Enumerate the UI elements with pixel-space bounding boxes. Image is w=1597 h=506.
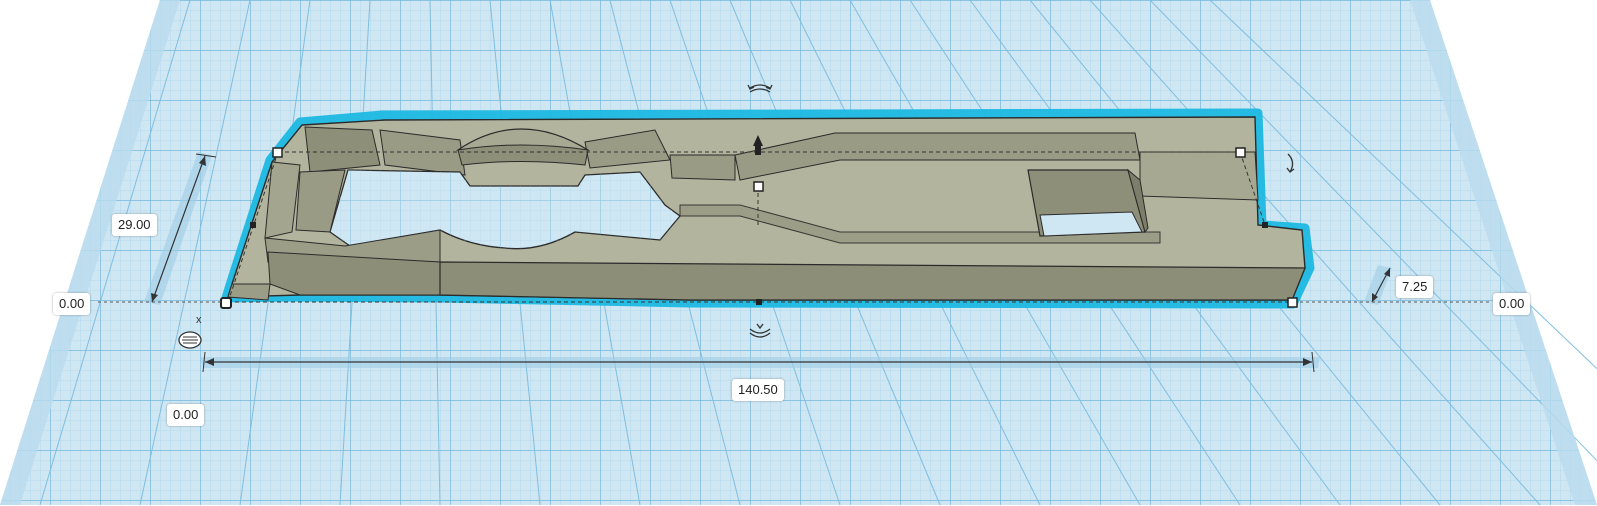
- dimension-height-guide: [1364, 265, 1392, 305]
- dimension-depth-guide: [144, 152, 217, 305]
- handle-center-top[interactable]: [753, 181, 764, 192]
- handle-back-right[interactable]: [1235, 147, 1246, 158]
- rotate-top-arrow[interactable]: [747, 84, 773, 93]
- lift-cone-icon[interactable]: [753, 135, 763, 149]
- handle-front-left[interactable]: [220, 297, 232, 309]
- position-right-input[interactable]: 0.00: [1493, 293, 1531, 315]
- handle-mid-left[interactable]: [250, 222, 256, 228]
- rotate-right-arrow[interactable]: [1286, 153, 1295, 173]
- position-left-input[interactable]: 0.00: [53, 293, 91, 315]
- handle-mid-back[interactable]: [755, 149, 761, 155]
- axis-label: x: [196, 314, 202, 326]
- rotate-bottom-arrow[interactable]: [749, 323, 771, 338]
- resize-handles[interactable]: [220, 147, 1298, 309]
- rotate-arrow-icon[interactable]: [1286, 153, 1295, 173]
- handle-front-right[interactable]: [1287, 297, 1298, 308]
- dimension-height-input[interactable]: 7.25: [1396, 276, 1434, 298]
- axis-x-icon: x: [196, 314, 202, 326]
- dimension-width-input[interactable]: 140.50: [732, 379, 784, 401]
- rotate-arrow-icon[interactable]: [747, 84, 773, 93]
- dimension-width-guide: [200, 351, 1320, 373]
- position-front-input[interactable]: 0.00: [167, 404, 205, 426]
- ruler-icon[interactable]: [178, 331, 202, 349]
- handle-mid-front[interactable]: [756, 299, 762, 305]
- selected-shape[interactable]: [221, 108, 1315, 309]
- rotate-arrow-icon[interactable]: [749, 323, 771, 338]
- dimension-depth-input[interactable]: 29.00: [112, 214, 157, 236]
- handle-back-left[interactable]: [272, 147, 283, 158]
- handle-mid-right[interactable]: [1262, 222, 1268, 228]
